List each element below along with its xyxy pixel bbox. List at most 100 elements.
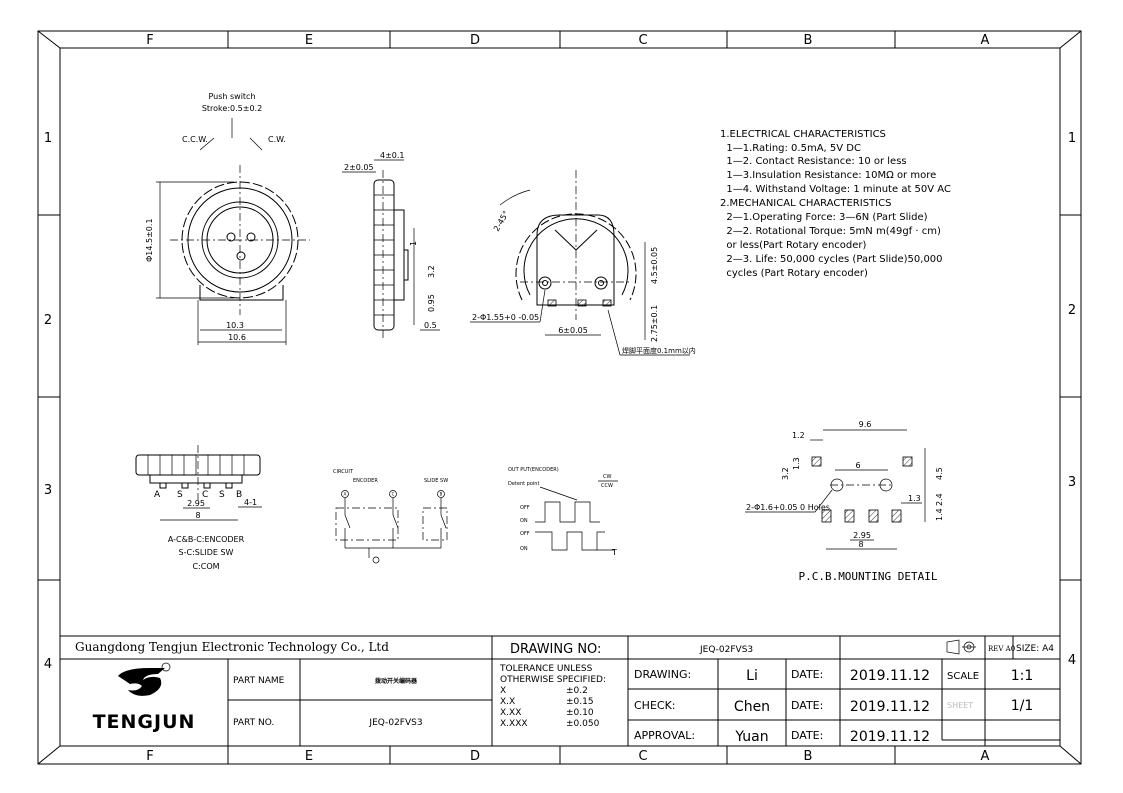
width-dim-1: 10.3: [226, 321, 244, 330]
col-label-d-top: D: [470, 33, 480, 48]
row-label-3-right: 3: [1068, 475, 1076, 490]
state-off-1: OFF: [520, 505, 530, 511]
spec-line-1: 1—1.Rating: 0.5mA, 5V DC: [720, 143, 861, 154]
tol-key-3: X.XXX: [500, 719, 528, 729]
flatness-note: 焊脚平面度0.1mm以内: [622, 346, 696, 355]
pcb-dim-8: 8: [858, 540, 863, 549]
approval-label: APPROVAL:: [634, 729, 695, 742]
part-name-value: 拨动开关编码器: [375, 677, 418, 685]
output-title: OUT PUT(ENCODER): [508, 467, 559, 473]
bottom-view: A S C S B 2.95 8 4-1 A-C&B-C:ENCODER S-C…: [135, 445, 262, 571]
side-dim-3: 1: [409, 241, 418, 246]
pcb-dim-13b: 1.3: [908, 494, 921, 503]
pin-dim-1: 2.95: [187, 499, 205, 508]
col-label-c-bottom: C: [638, 749, 647, 764]
legend-line-3: C:COM: [192, 562, 219, 571]
spec-line-6: 2—1.Operating Force: 3—6N (Part Slide): [720, 212, 928, 223]
drawn-by: Li: [746, 668, 758, 684]
spec-line-0: 1.ELECTRICAL CHARACTERISTICS: [720, 129, 886, 140]
side-dim-5: 0.95: [427, 294, 436, 312]
col-label-d-bottom: D: [470, 749, 480, 764]
stroke-label: Stroke:0.5±0.2: [202, 104, 262, 113]
part-name-label: PART NAME: [233, 676, 285, 686]
pcb-dim-12: 1.2: [792, 431, 805, 440]
tolerance-title-1: TOLERANCE UNLESS: [499, 664, 593, 674]
spec-line-7: 2—2. Rotational Torque: 5mN m(49gf · cm): [720, 226, 941, 237]
detent-label: Detent point: [508, 481, 539, 487]
pcb-dim-14: 1.4: [935, 508, 944, 521]
col-label-f-top: F: [146, 33, 153, 48]
spec-line-4: 1—4. Withstand Voltage: 1 minute at 50V …: [720, 184, 951, 195]
height-dim-1: 4.5±0.05: [650, 247, 659, 284]
col-label-b-bottom: B: [804, 749, 813, 764]
side-dim-2: 2±0.05: [344, 163, 374, 172]
rear-view: 2-45° 4.5±0.05 2.75±0.1 2-Φ1.55+0 -0.05 …: [470, 170, 696, 356]
output-ccw: CCW: [601, 483, 613, 489]
scale-value: 1:1: [1011, 668, 1034, 684]
spec-line-10: cycles (Part Rotary encoder): [720, 268, 868, 279]
width-dim-2: 10.6: [228, 333, 246, 342]
approval-date: 2019.11.12: [850, 729, 930, 745]
pcb-title: P.C.B.MOUNTING DETAIL: [798, 570, 937, 583]
sheet-label: SHEET: [947, 701, 973, 710]
state-off-2: OFF: [520, 531, 530, 537]
drawing-no-value: JEQ-02FVS3: [699, 645, 753, 655]
tol-key-1: X.X: [500, 697, 515, 707]
size-label: SIZE: A4: [1016, 644, 1054, 654]
drawing-no-label: DRAWING NO:: [510, 642, 601, 657]
push-switch-label: Push switch: [208, 92, 255, 101]
row-label-1-right: 1: [1068, 131, 1076, 146]
pin-label-c: C: [202, 490, 208, 500]
row-label-4-right: 4: [1068, 653, 1076, 668]
pcb-mounting-detail: 9.6 1.2 6 3.2 1.3 4.5 2.4 1.4 1.3 2-Φ1.6…: [745, 420, 944, 583]
date-label-2: DATE:: [791, 729, 823, 742]
spec-line-5: 2.MECHANICAL CHARACTERISTICS: [720, 198, 891, 209]
row-label-3-left: 3: [44, 483, 52, 498]
pcb-dim-32: 3.2: [781, 467, 790, 480]
col-label-c-top: C: [638, 33, 647, 48]
tol-val-0: ±0.2: [566, 686, 588, 696]
tol-key-0: X: [500, 686, 506, 696]
circuit-slide-label: SLIDE SW: [424, 478, 448, 484]
side-dim-4: 3.2: [427, 265, 436, 278]
spec-line-8: or less(Part Rotary encoder): [720, 240, 867, 251]
company-name: Guangdong Tengjun Electronic Technology …: [75, 640, 389, 654]
pin-label-a: A: [154, 490, 161, 500]
circuit-diagram: CIRCUIT ENCODER SLIDE SW A C B: [333, 469, 448, 564]
tol-val-1: ±0.15: [566, 697, 594, 707]
spec-line-3: 1—3.Insulation Resistance: 10MΩ or more: [720, 170, 936, 181]
pin-label-s2: S: [219, 490, 225, 500]
col-label-f-bottom: F: [146, 749, 153, 764]
holes-dim: 2-Φ1.55+0 -0.05: [472, 313, 539, 322]
projection-symbol-icon: [946, 639, 976, 655]
check-date: 2019.11.12: [850, 699, 930, 715]
row-label-4-left: 4: [44, 657, 52, 672]
pcb-dim-13a: 1.3: [792, 457, 801, 470]
circuit-pin-c: C: [392, 492, 395, 497]
pcb-holes-dim: 2-Φ1.6+0.05 0 Holes: [746, 503, 830, 512]
circuit-pin-a: A: [344, 492, 347, 497]
pcb-dim-96: 9.6: [859, 420, 872, 429]
sheet-border: F E D C B A F E D C B A 1 2 3 4 1 2 3 4: [37, 30, 1082, 765]
sheet-value: 1/1: [1011, 698, 1034, 714]
pcb-dim-45: 4.5: [935, 467, 944, 480]
ccw-label: C.C.W.: [182, 135, 208, 144]
tolerance-title-2: OTHERWISE SPECIFIED:: [500, 675, 606, 685]
output-waveform: OUT PUT(ENCODER) Detent point CW CCW OFF…: [508, 467, 618, 557]
side-dim-6: 0.5: [424, 321, 437, 330]
checked-by: Chen: [734, 699, 770, 715]
part-no-value: JEQ-02FVS3: [368, 718, 422, 728]
legend-line-2: S-C:SLIDE SW: [179, 548, 234, 557]
tol-key-2: X.XX: [500, 708, 521, 718]
col-label-a-top: A: [981, 33, 990, 48]
pcb-dim-6: 6: [855, 461, 860, 470]
specifications-text: 1.ELECTRICAL CHARACTERISTICS 1—1.Rating:…: [720, 129, 951, 279]
legend-line-1: A-C&B-C:ENCODER: [168, 535, 245, 544]
side-dim-1: 4±0.1: [380, 151, 405, 160]
period-label: T: [611, 548, 617, 557]
drawing-label: DRAWING:: [634, 668, 691, 681]
col-label-b-top: B: [804, 33, 813, 48]
pin-dim-3: 4-1: [244, 498, 257, 507]
pitch-dim: 6±0.05: [558, 326, 588, 335]
